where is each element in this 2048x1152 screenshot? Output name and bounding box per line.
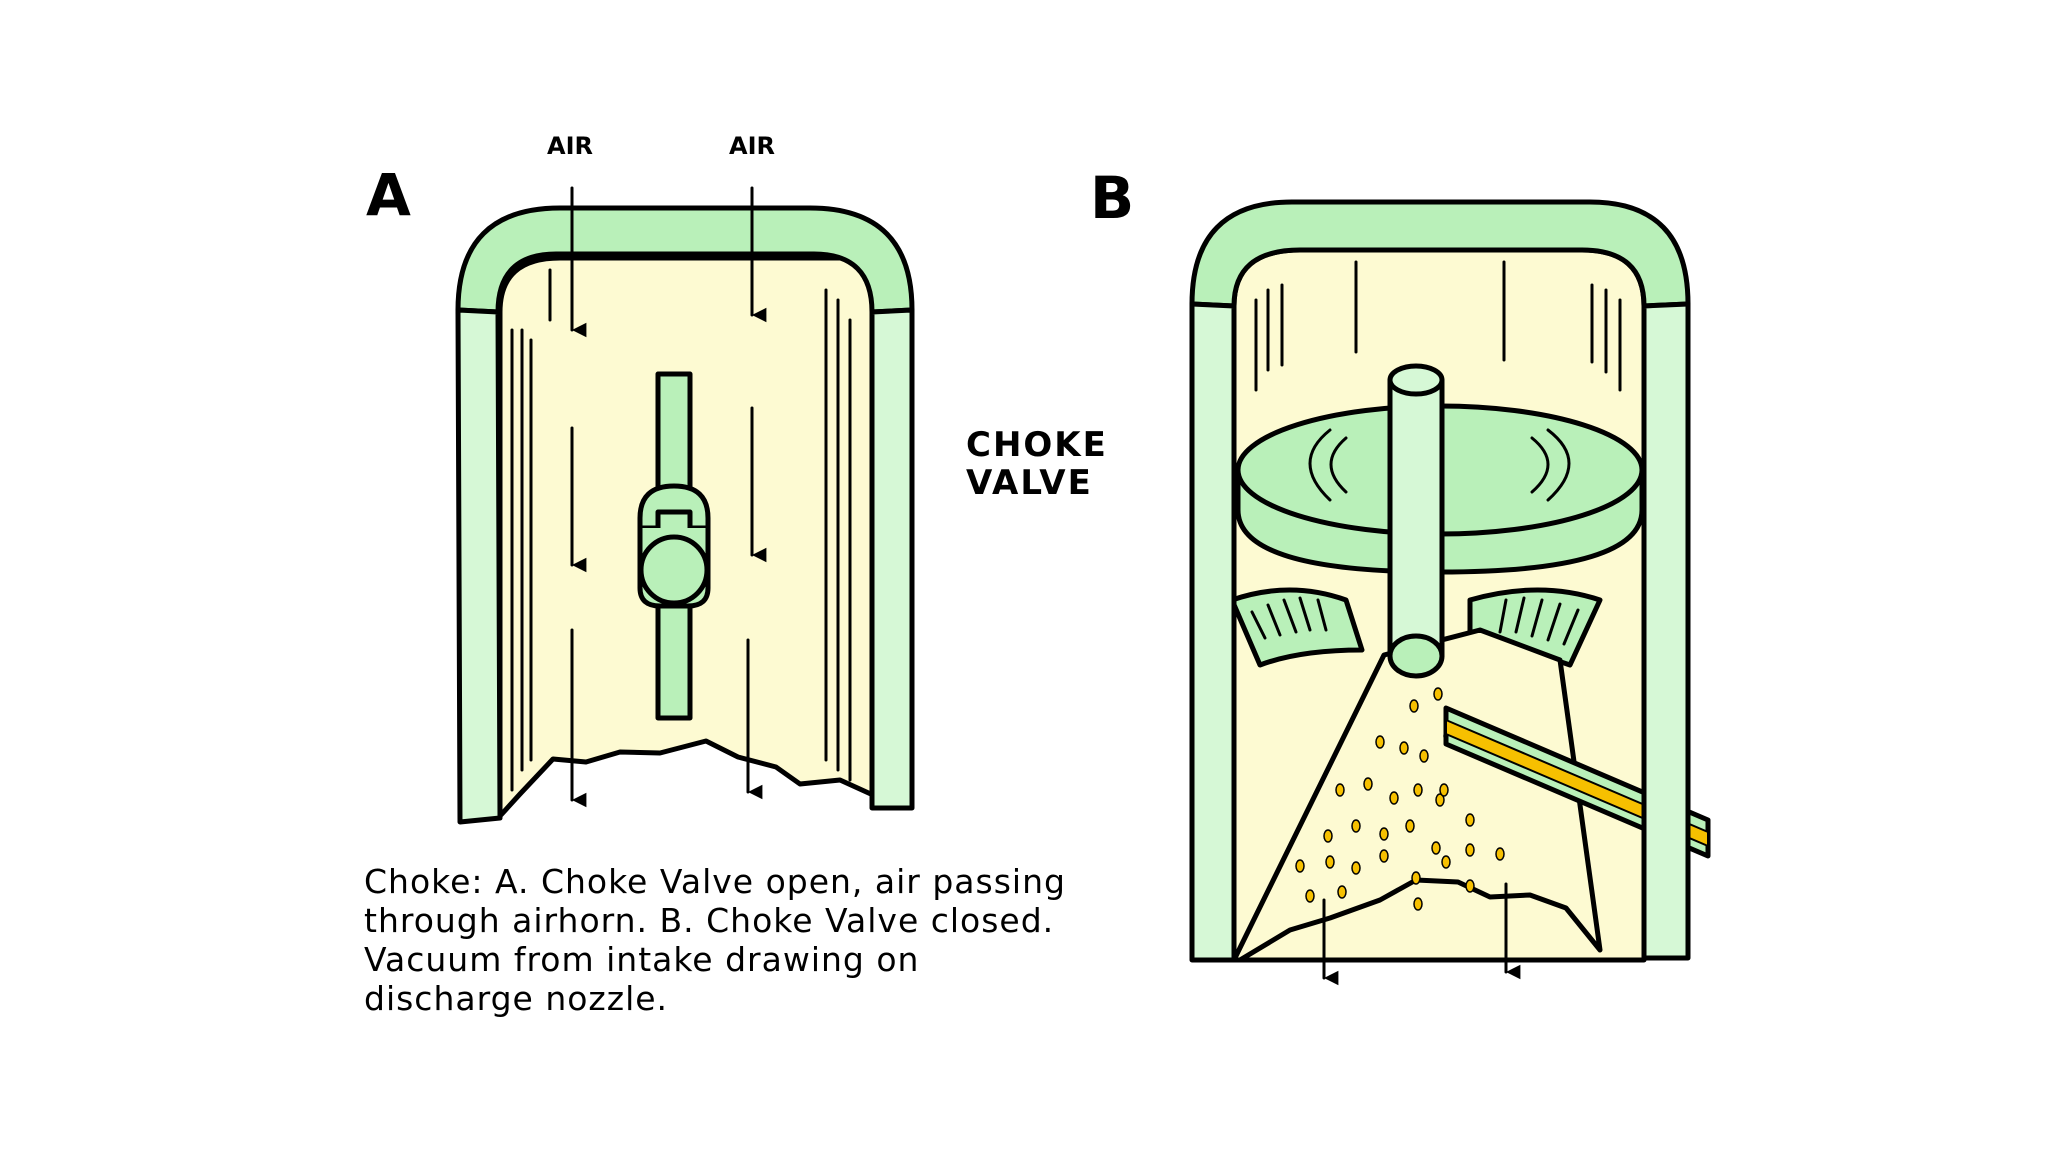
valve-shaft-end	[641, 537, 707, 603]
panel-b: B	[1090, 164, 1708, 978]
air-label-left: AIR	[547, 132, 593, 160]
airhorn-left-wall	[458, 310, 500, 822]
panel-a-letter: A	[366, 161, 411, 229]
air-label-right: AIR	[729, 132, 775, 160]
panel-b-letter: B	[1090, 164, 1134, 232]
choke-label-line-1: CHOKE	[966, 425, 1108, 465]
airhorn-b-right-wall	[1644, 304, 1688, 958]
panel-a: A	[366, 132, 912, 822]
choke-valve-label: CHOKE VALVE	[966, 425, 1108, 503]
airhorn-right-wall	[872, 310, 912, 808]
figure-caption: Choke: A. Choke Valve open, air passing …	[364, 862, 1084, 1018]
valve-shaft	[1390, 366, 1442, 676]
airhorn-b-left-wall	[1192, 304, 1234, 960]
choke-label-line-2: VALVE	[966, 463, 1093, 503]
